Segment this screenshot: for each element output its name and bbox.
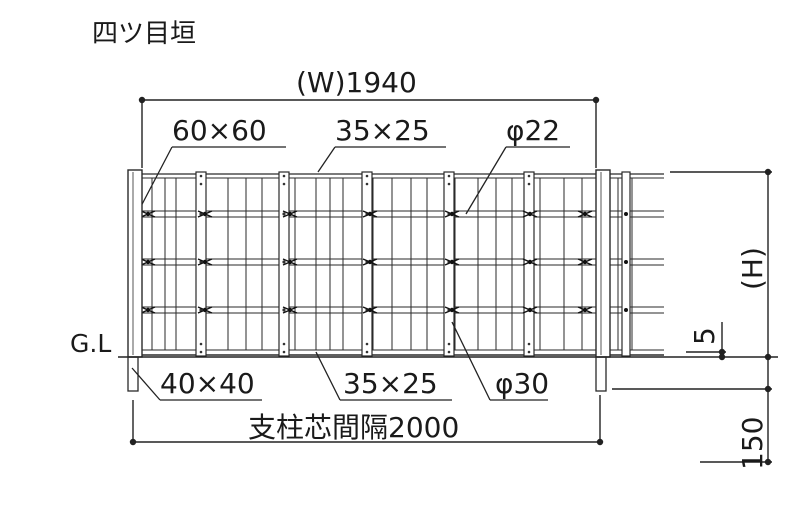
tie-knot [367,307,373,313]
rail-rivet [282,212,286,216]
rail-bottom-label: 35×25 [343,367,438,400]
rail-rivet [527,350,531,354]
tie-knot [145,307,151,313]
rail-rivet [282,174,286,178]
rail-rivet [199,342,203,346]
width-dimension [138,96,600,168]
tie-knot [367,259,373,265]
ext-knot [624,308,628,312]
tie-knot [287,211,293,217]
top-leader-lines [137,146,570,215]
tie-knot [145,259,151,265]
post-left [127,169,143,358]
rail-top-label: 35×25 [335,114,430,147]
diagram-title: 四ツ目垣 [92,19,196,49]
ext-knot [624,212,628,216]
tie-knot [449,307,455,313]
foundation-post-label: 40×40 [160,367,255,400]
rail-rivet [447,350,451,354]
rail-rivet [527,342,531,346]
foundation-post-right [595,356,607,392]
rail-rivet [447,342,451,346]
tie-knot [582,211,588,217]
rail-rivet [447,182,451,186]
tie-knot [527,259,533,265]
fence-extension [610,171,664,357]
tie-knot [287,259,293,265]
rail-rivet [282,182,286,186]
fence-panel [127,169,611,358]
tie-knot [582,307,588,313]
tie-knot [527,211,533,217]
rail-rivet [282,260,286,264]
post-right [595,169,611,358]
rail-rivet [527,182,531,186]
rail-rivet [365,342,369,346]
height-label: (H) [736,247,769,290]
rail-rivet [447,174,451,178]
rail-rivet [365,350,369,354]
height-dimension [612,168,772,466]
ground-line-label: G.L [70,329,111,358]
ground-gap-label: 5 [688,327,721,345]
tie-knot [449,211,455,217]
tie-knot [202,259,208,265]
embed-depth-label: 150 [736,417,769,470]
tie-knot [287,307,293,313]
rail-rivet [199,182,203,186]
tie-knot [527,307,533,313]
width-label: (W)1940 [296,66,417,99]
rail-rivet [365,182,369,186]
rail-rivet [527,174,531,178]
rail-rivet [199,350,203,354]
rail-rivet [282,350,286,354]
bamboo-horizontal-label: φ30 [495,367,549,400]
post-spacing-dimension [129,395,604,446]
tie-knot [202,211,208,217]
rail-rivet [365,174,369,178]
tie-knot [449,259,455,265]
post-spacing-label: 支柱芯間隔2000 [248,411,459,444]
tie-knot [367,211,373,217]
rail-rivet [282,308,286,312]
tie-knot [202,307,208,313]
rail-rivet [282,342,286,346]
post-size-label: 60×60 [172,114,267,147]
tie-knot [145,211,151,217]
rail-rivet [199,174,203,178]
bottom-leader-lines [131,321,548,401]
tie-knot [582,259,588,265]
bamboo-vertical-label: φ22 [506,114,560,147]
ext-knot [624,260,628,264]
